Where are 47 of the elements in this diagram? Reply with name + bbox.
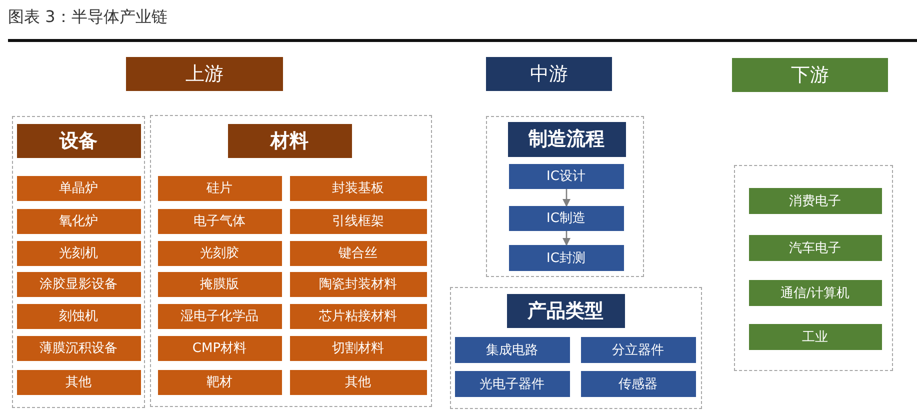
arrow xyxy=(562,189,570,207)
item-box: 光刻胶 xyxy=(158,240,282,266)
item-box: 涂胶显影设备 xyxy=(16,272,140,296)
item-box: 光电子器件 xyxy=(454,370,570,396)
dashed-group xyxy=(12,116,145,408)
dashed-group xyxy=(450,287,702,409)
item-box: 分立器件 xyxy=(580,336,696,362)
category-header: 制造流程 xyxy=(508,122,626,156)
item-box: 薄膜沉积设备 xyxy=(16,336,140,360)
item-box: 氧化炉 xyxy=(16,208,140,234)
dashed-group xyxy=(486,116,644,277)
item-box: 封装基板 xyxy=(290,176,426,200)
item-box: CMP材料 xyxy=(158,336,282,360)
stage-header: 中游 xyxy=(486,57,612,91)
item-box: 其他 xyxy=(16,370,140,394)
item-box: 其他 xyxy=(290,370,426,394)
category-header: 设备 xyxy=(16,124,140,158)
item-box: 掩膜版 xyxy=(158,272,282,296)
item-box: 靶材 xyxy=(158,370,282,394)
item-box: 刻蚀机 xyxy=(16,304,140,328)
item-box: 切割材料 xyxy=(290,336,426,360)
stage-header: 上游 xyxy=(126,57,283,91)
category-header: 材料 xyxy=(228,124,352,158)
item-box: 湿电子化学品 xyxy=(158,304,282,328)
item-box: 键合丝 xyxy=(290,240,426,266)
item-box: 陶瓷封装材料 xyxy=(290,272,426,296)
item-box: 集成电路 xyxy=(454,336,570,362)
item-box: 汽车电子 xyxy=(748,234,882,260)
process-box: IC设计 xyxy=(508,164,624,188)
item-box: 传感器 xyxy=(580,370,696,396)
stage-header: 下游 xyxy=(732,58,888,92)
item-box: 工业 xyxy=(748,324,882,350)
item-box: 芯片粘接材料 xyxy=(290,304,426,328)
item-box: 电子气体 xyxy=(158,208,282,234)
title: 图表 3：半导体产业链 xyxy=(8,7,168,28)
item-box: 光刻机 xyxy=(16,240,140,266)
arrow xyxy=(562,231,570,246)
item-box: 单晶炉 xyxy=(16,176,140,200)
item-box: 通信/计算机 xyxy=(748,280,882,306)
category-header: 产品类型 xyxy=(506,294,624,328)
process-box: IC制造 xyxy=(508,206,624,230)
item-box: 引线框架 xyxy=(290,208,426,234)
item-box: 消费电子 xyxy=(748,188,882,214)
dashed-group xyxy=(734,165,893,371)
process-box: IC封测 xyxy=(508,244,624,270)
dashed-group xyxy=(150,115,432,407)
item-box: 硅片 xyxy=(158,176,282,200)
